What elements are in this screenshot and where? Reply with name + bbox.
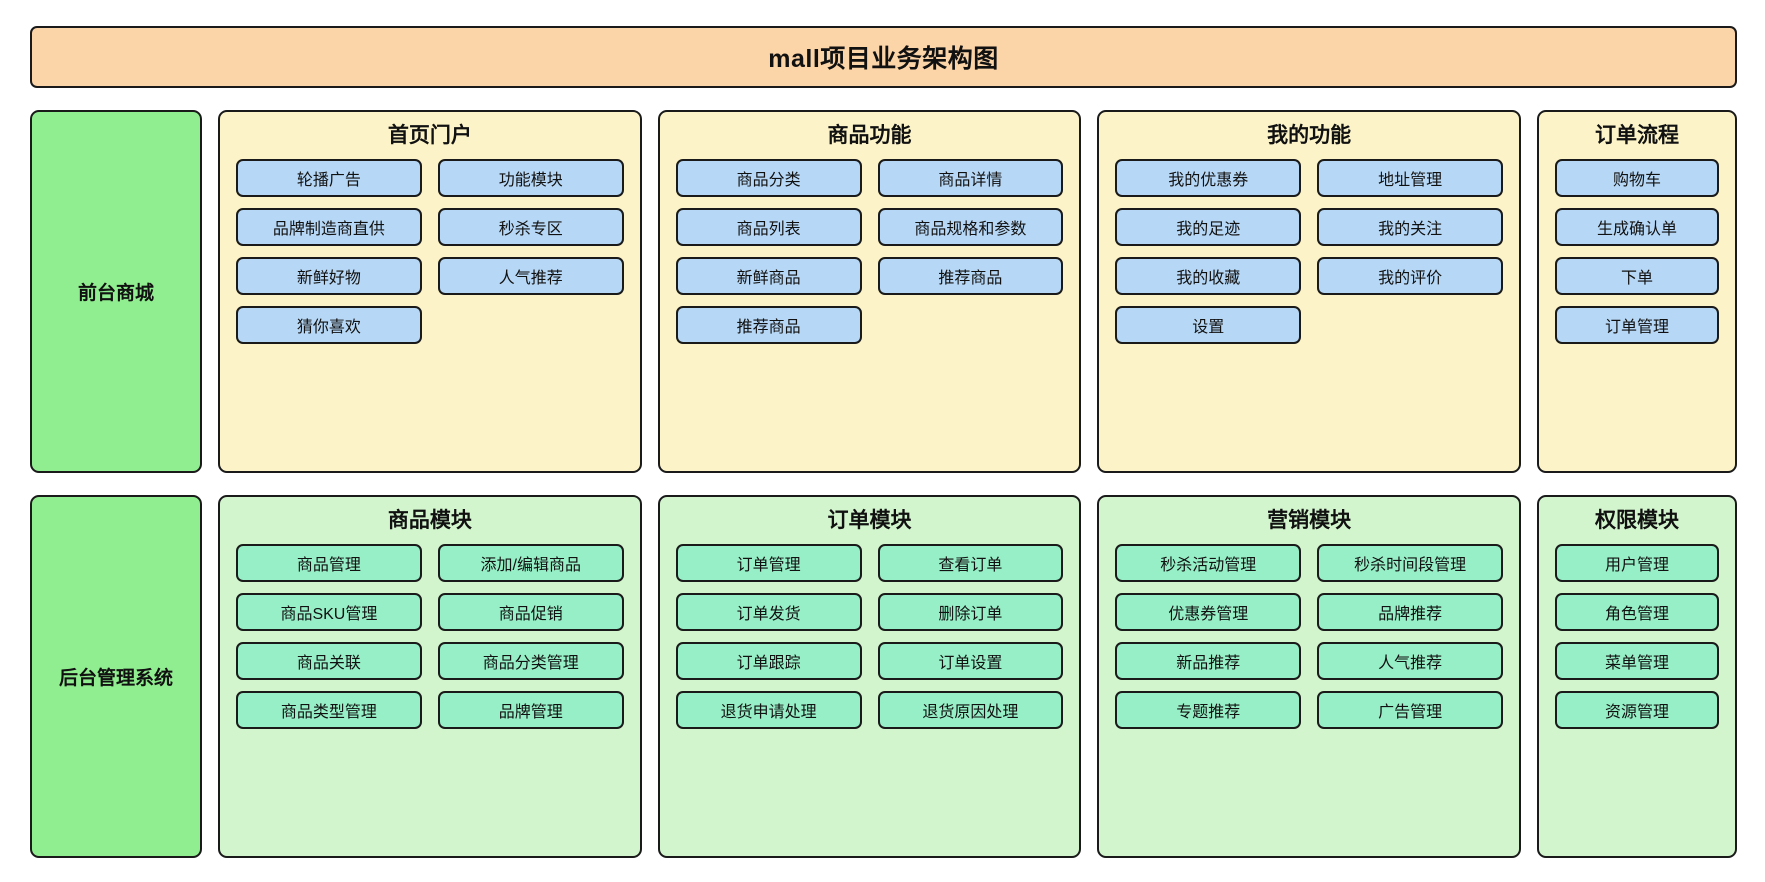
module-item[interactable]: 商品详情: [877, 159, 1064, 198]
module-items-grid: 轮播广告功能模块品牌制造商直供秒杀专区新鲜好物人气推荐猜你喜欢: [236, 159, 624, 345]
groups-container: 商品模块商品管理添加/编辑商品商品SKU管理商品促销商品关联商品分类管理商品类型…: [218, 495, 1738, 858]
module-item[interactable]: 订单跟踪: [675, 642, 862, 681]
module-item[interactable]: 地址管理: [1317, 159, 1504, 198]
module-item[interactable]: 功能模块: [437, 159, 624, 198]
module-item[interactable]: 品牌管理: [437, 691, 624, 730]
module-group-title: 订单流程: [1595, 124, 1680, 147]
module-group: 订单流程购物车生成确认单下单订单管理: [1537, 110, 1738, 473]
tier-label-text: 后台管理系统: [58, 668, 173, 689]
module-item[interactable]: 轮播广告: [236, 159, 422, 198]
module-item[interactable]: 商品分类: [675, 159, 862, 198]
tier-label-frontend: 前台商城: [30, 110, 202, 473]
module-item[interactable]: 购物车: [1555, 159, 1720, 198]
groups-container: 首页门户轮播广告功能模块品牌制造商直供秒杀专区新鲜好物人气推荐猜你喜欢商品功能商…: [218, 110, 1738, 473]
module-items-grid: 秒杀活动管理秒杀时间段管理优惠券管理品牌推荐新品推荐人气推荐专题推荐广告管理: [1115, 544, 1504, 730]
module-item[interactable]: 订单发货: [675, 593, 862, 632]
module-group-title: 我的功能: [1267, 124, 1352, 147]
module-item[interactable]: 订单管理: [1555, 306, 1720, 345]
module-item[interactable]: 秒杀时间段管理: [1317, 544, 1504, 583]
module-item[interactable]: 添加/编辑商品: [437, 544, 624, 583]
tier-row: 后台管理系统 商品模块商品管理添加/编辑商品商品SKU管理商品促销商品关联商品分类…: [30, 495, 1738, 858]
module-item[interactable]: 猜你喜欢: [236, 306, 422, 345]
module-group-title: 权限模块: [1595, 509, 1680, 532]
module-item[interactable]: 新品推荐: [1115, 642, 1302, 681]
module-item[interactable]: 推荐商品: [675, 306, 862, 345]
module-group-title: 商品功能: [827, 124, 912, 147]
module-group-title: 商品模块: [387, 509, 472, 532]
module-item[interactable]: 生成确认单: [1555, 208, 1720, 247]
module-item[interactable]: 我的优惠券: [1115, 159, 1302, 198]
diagram-title-banner: mall项目业务架构图: [30, 26, 1737, 88]
module-group-title: 营销模块: [1267, 509, 1352, 532]
tier-label-backend: 后台管理系统: [30, 495, 202, 858]
module-item[interactable]: 推荐商品: [877, 257, 1064, 296]
module-group-title: 订单模块: [827, 509, 912, 532]
module-group: 权限模块用户管理角色管理菜单管理资源管理: [1537, 495, 1738, 858]
module-items-grid: 订单管理查看订单订单发货删除订单订单跟踪订单设置退货申请处理退货原因处理: [675, 544, 1064, 730]
module-group: 营销模块秒杀活动管理秒杀时间段管理优惠券管理品牌推荐新品推荐人气推荐专题推荐广告…: [1097, 495, 1522, 858]
module-item[interactable]: 资源管理: [1555, 691, 1720, 730]
module-item[interactable]: 设置: [1115, 306, 1302, 345]
module-item[interactable]: 品牌制造商直供: [236, 208, 422, 247]
tier-row: 前台商城首页门户轮播广告功能模块品牌制造商直供秒杀专区新鲜好物人气推荐猜你喜欢商…: [30, 110, 1738, 473]
module-item[interactable]: 我的足迹: [1115, 208, 1302, 247]
module-item[interactable]: 菜单管理: [1555, 642, 1720, 681]
tier-label-text: 前台商城: [77, 283, 154, 304]
module-item[interactable]: 商品关联: [236, 642, 422, 681]
module-item[interactable]: 优惠券管理: [1115, 593, 1302, 632]
module-item[interactable]: 商品规格和参数: [877, 208, 1064, 247]
module-items-grid: 用户管理角色管理菜单管理资源管理: [1555, 544, 1720, 730]
module-item[interactable]: 我的评价: [1317, 257, 1504, 296]
module-item[interactable]: 订单管理: [675, 544, 862, 583]
module-group: 我的功能我的优惠券地址管理我的足迹我的关注我的收藏我的评价设置: [1097, 110, 1522, 473]
module-item[interactable]: 商品类型管理: [236, 691, 422, 730]
module-item[interactable]: 删除订单: [877, 593, 1064, 632]
module-item[interactable]: 退货原因处理: [877, 691, 1064, 730]
module-item[interactable]: 新鲜好物: [236, 257, 422, 296]
module-item[interactable]: 广告管理: [1317, 691, 1504, 730]
module-item[interactable]: 商品SKU管理: [236, 593, 422, 632]
module-item[interactable]: 品牌推荐: [1317, 593, 1504, 632]
module-item[interactable]: 角色管理: [1555, 593, 1720, 632]
module-item[interactable]: 人气推荐: [437, 257, 624, 296]
module-item[interactable]: 商品分类管理: [437, 642, 624, 681]
module-item[interactable]: 专题推荐: [1115, 691, 1302, 730]
page-title: mall项目业务架构图: [768, 45, 999, 73]
module-item[interactable]: 订单设置: [877, 642, 1064, 681]
module-group: 首页门户轮播广告功能模块品牌制造商直供秒杀专区新鲜好物人气推荐猜你喜欢: [218, 110, 642, 473]
module-item[interactable]: 新鲜商品: [675, 257, 862, 296]
module-item[interactable]: 查看订单: [877, 544, 1064, 583]
module-group: 订单模块订单管理查看订单订单发货删除订单订单跟踪订单设置退货申请处理退货原因处理: [657, 495, 1082, 858]
module-item[interactable]: 商品列表: [675, 208, 862, 247]
module-item[interactable]: 下单: [1555, 257, 1720, 296]
module-item[interactable]: 秒杀活动管理: [1115, 544, 1302, 583]
module-items-grid: 商品分类商品详情商品列表商品规格和参数新鲜商品推荐商品推荐商品: [675, 159, 1064, 345]
module-group: 商品模块商品管理添加/编辑商品商品SKU管理商品促销商品关联商品分类管理商品类型…: [218, 495, 642, 858]
module-item[interactable]: 退货申请处理: [675, 691, 862, 730]
module-items-grid: 我的优惠券地址管理我的足迹我的关注我的收藏我的评价设置: [1115, 159, 1504, 345]
module-item[interactable]: 商品管理: [236, 544, 422, 583]
module-item[interactable]: 商品促销: [437, 593, 624, 632]
module-item[interactable]: 我的关注: [1317, 208, 1504, 247]
module-group: 商品功能商品分类商品详情商品列表商品规格和参数新鲜商品推荐商品推荐商品: [657, 110, 1082, 473]
module-items-grid: 购物车生成确认单下单订单管理: [1555, 159, 1720, 345]
module-group-title: 首页门户: [387, 124, 472, 147]
module-item[interactable]: 秒杀专区: [437, 208, 624, 247]
module-item[interactable]: 用户管理: [1555, 544, 1720, 583]
module-item[interactable]: 我的收藏: [1115, 257, 1302, 296]
module-items-grid: 商品管理添加/编辑商品商品SKU管理商品促销商品关联商品分类管理商品类型管理品牌…: [236, 544, 624, 730]
module-item[interactable]: 人气推荐: [1317, 642, 1504, 681]
